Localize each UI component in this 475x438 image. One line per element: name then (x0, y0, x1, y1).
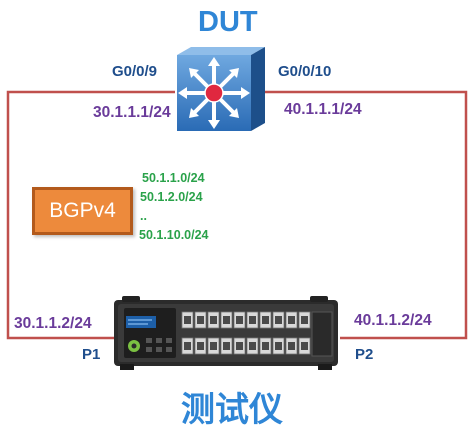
tester-port-hole (210, 342, 217, 350)
tester-port-hole (210, 316, 217, 324)
tester-port-hole (223, 316, 230, 324)
tester-port-hole (249, 316, 256, 324)
tester-port-hole (301, 342, 308, 350)
router-switch-icon (177, 47, 265, 131)
route-entry: 50.1.2.0/24 (140, 190, 203, 204)
traffic-tester-chassis-icon (114, 296, 338, 370)
tester-port-hole (262, 316, 269, 324)
route-entry: 50.1.1.0/24 (142, 171, 205, 185)
tester-port-hole (197, 342, 204, 350)
dut-right-ip-label: 40.1.1.1/24 (284, 101, 362, 118)
tester-port-hole (184, 342, 191, 350)
tester-port-hole (184, 316, 191, 324)
tester-port-hole (301, 316, 308, 324)
tester-right-port-label: P2 (355, 346, 374, 363)
tester-port-hole (223, 342, 230, 350)
tester-port-hole (275, 316, 282, 324)
route-entry: 50.1.10.0/24 (139, 228, 209, 242)
route-ellipsis: .. (140, 209, 147, 223)
tester-port-hole (249, 342, 256, 350)
dut-title: DUT (198, 6, 258, 38)
tester-port-hole (288, 316, 295, 324)
tester-port-hole (197, 316, 204, 324)
link-left (6, 90, 175, 340)
tester-port-hole (288, 342, 295, 350)
tester-port-hole (236, 316, 243, 324)
link-right (262, 90, 468, 340)
tester-port-hole (262, 342, 269, 350)
dut-right-port-label: G0/0/10 (278, 63, 332, 80)
tester-title: 测试仪 (181, 390, 283, 430)
tester-port-hole (275, 342, 282, 350)
tester-left-port-label: P1 (82, 346, 101, 363)
tester-right-ip-label: 40.1.1.2/24 (354, 312, 432, 329)
dut-left-ip-label: 30.1.1.1/24 (93, 104, 171, 121)
tester-port-hole (236, 342, 243, 350)
bgp-protocol-box: BGPv4 (32, 187, 133, 235)
bgp-label: BGPv4 (49, 199, 116, 222)
dut-left-port-label: G0/0/9 (112, 63, 158, 80)
tester-left-ip-label: 30.1.1.2/24 (14, 315, 92, 332)
